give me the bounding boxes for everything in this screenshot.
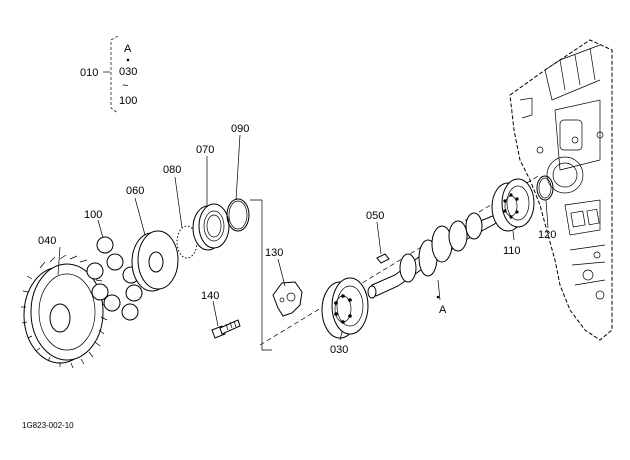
legend-bracket (110, 35, 119, 114)
bearing-070 (192, 203, 230, 251)
label-130: 130 (265, 247, 283, 259)
label-a: A (439, 304, 447, 316)
label-080: 080 (163, 164, 181, 176)
key-050 (376, 253, 390, 264)
label-040: 040 (38, 235, 56, 247)
drawing-number: 1G823-002-10 (22, 421, 74, 430)
legend-item-100: 100 (119, 95, 137, 107)
label-050: 050 (366, 210, 384, 222)
plate-130 (272, 281, 303, 317)
balls-100 (86, 236, 143, 321)
bearing-110 (491, 178, 535, 232)
assembly-bracket (250, 199, 272, 351)
gear-040 (21, 254, 109, 369)
label-030: 030 (330, 344, 348, 356)
bolt-140 (211, 319, 241, 339)
leader-lines (57, 134, 549, 341)
label-070: 070 (196, 144, 214, 156)
label-100: 100 (84, 209, 102, 221)
engine-block (509, 39, 613, 341)
legend-item-030: 030 (119, 66, 137, 78)
snapring-090 (226, 198, 250, 232)
label-110: 110 (503, 245, 521, 257)
washer-060 (131, 230, 179, 292)
label-120: 120 (538, 229, 556, 241)
ring-120 (536, 175, 554, 201)
camshaft (367, 212, 499, 299)
label-090: 090 (231, 123, 249, 135)
label-060: 060 (126, 185, 144, 197)
legend-item-a: A (124, 43, 132, 55)
callout-labels: 040 060 070 080 090 100 130 140 050 030 … (38, 123, 556, 356)
legend-tilde: ~ (122, 80, 128, 92)
ring-120-inner (538, 177, 552, 199)
legend-dot (126, 58, 130, 62)
bearing-030 (321, 277, 369, 339)
legend-group: 010 A 030 ~ 100 (80, 35, 137, 114)
point-a-marker (436, 295, 440, 299)
legend-main-ref: 010 (80, 67, 98, 79)
label-140: 140 (201, 290, 219, 302)
snapring-090-inner (228, 200, 248, 230)
